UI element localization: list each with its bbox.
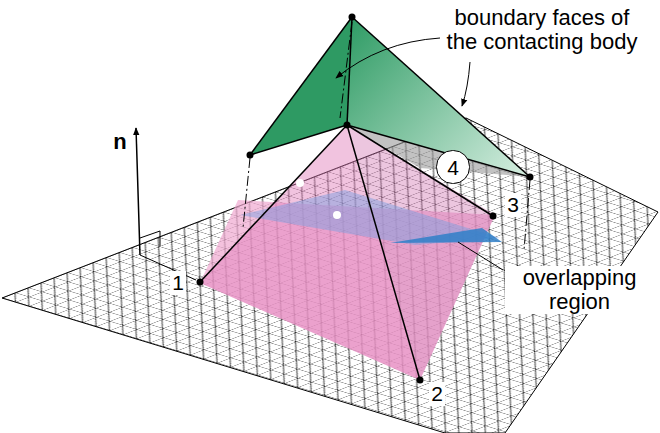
callout-number: 1 <box>170 271 186 294</box>
callout-number: 4 <box>436 150 469 183</box>
callout-number: 2 <box>429 382 445 405</box>
vertex-dots <box>197 14 534 384</box>
integration-point <box>333 211 341 219</box>
edge-line <box>200 125 347 282</box>
leader-arrow <box>462 62 470 106</box>
callout-note: boundary faces of the contacting body <box>442 6 642 54</box>
integration-point <box>296 179 304 187</box>
callout-number: 3 <box>505 193 521 216</box>
right-angle-mark <box>140 231 160 246</box>
dash-dot-line <box>243 158 250 228</box>
callout-note: overlapping region <box>505 266 654 314</box>
vertex-dot <box>197 279 204 286</box>
body-edges <box>200 17 530 380</box>
edge-line <box>347 125 493 216</box>
leader-arrow <box>336 38 440 78</box>
normal-arrow <box>136 128 140 255</box>
vector-label: n <box>113 130 126 154</box>
intersection-band <box>390 228 502 243</box>
vertex-dot <box>490 213 497 220</box>
vertex-dot <box>247 152 254 159</box>
edge-line <box>250 17 352 155</box>
normal-base <box>140 255 196 280</box>
vertex-dot <box>349 14 356 21</box>
leader-line <box>458 242 503 270</box>
vertex-dot <box>417 377 424 384</box>
projection-lines <box>243 22 530 250</box>
vertex-dot <box>527 174 534 181</box>
mesh-plane <box>2 118 658 433</box>
vertex-dot <box>344 122 351 129</box>
edge-line <box>347 17 352 125</box>
dash-dot-line <box>524 180 530 250</box>
body-face <box>250 17 352 155</box>
